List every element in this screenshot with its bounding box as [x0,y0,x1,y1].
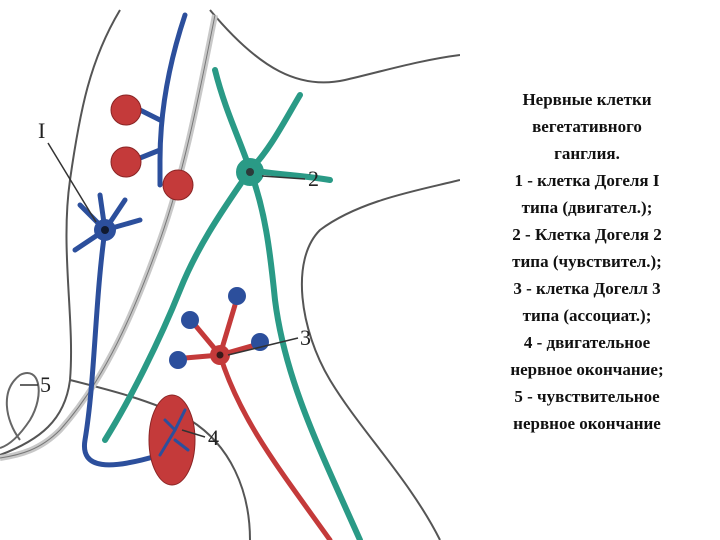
caption-line: 4 - двигательное [462,329,712,356]
ganglion-diagram: I 2 3 4 5 [0,0,460,540]
caption-line: типа (чувствител.); [462,248,712,275]
caption-line: нервное окончание [462,410,712,437]
caption-line: Нервные клетки [462,86,712,113]
figure-caption: Нервные клетки вегетативного ганглия. 1 … [462,86,712,437]
label-4: 4 [208,425,219,450]
caption-line: типа (ассоциат.); [462,302,712,329]
label-1: I [38,118,45,143]
cell-type-2-nucleus [246,168,254,176]
caption-line: вегетативного [462,113,712,140]
label-5: 5 [40,372,51,397]
cell-type-1-nucleus [101,226,109,234]
caption-line: 5 - чувствительное [462,383,712,410]
label-leaders [20,143,305,437]
caption-line: ганглия. [462,140,712,167]
label-3: 3 [300,325,311,350]
motor-ending [149,395,195,485]
synaptic-bulbs [111,95,193,200]
label-2: 2 [308,166,319,191]
cell-type-3-nucleus [217,352,224,359]
caption-line: 3 - клетка Догелл 3 [462,275,712,302]
caption-line: 2 - Клетка Догеля 2 [462,221,712,248]
ganglion-outline [0,10,460,540]
caption-line: нервное окончание; [462,356,712,383]
caption-line: типа (двигател.); [462,194,712,221]
caption-line: 1 - клетка Догеля I [462,167,712,194]
